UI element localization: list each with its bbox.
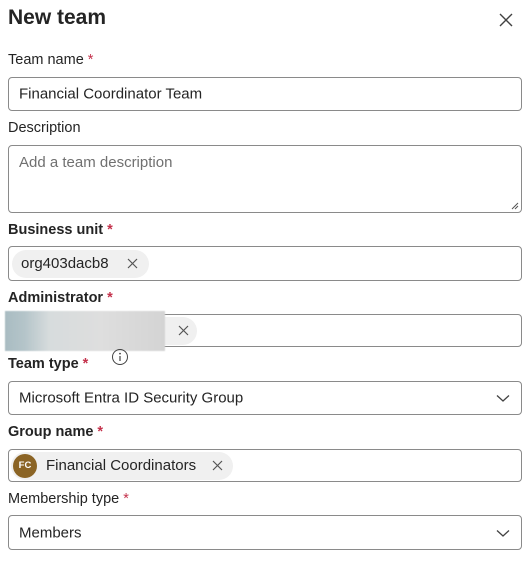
description-textarea[interactable]: Add a team description [8,145,522,213]
business-unit-lookup[interactable]: org403dacb8 [8,246,522,281]
group-name-label: Group name* [8,424,104,440]
membership-type-label: Membership type* [8,491,129,507]
close-icon [499,13,513,27]
info-icon[interactable] [111,348,129,366]
group-name-lookup[interactable]: FC Financial Coordinators [8,449,522,482]
membership-type-dropdown[interactable]: Members [8,515,522,550]
chevron-down-icon [496,395,510,402]
chevron-down-icon [496,529,510,537]
group-name-chip: FC Financial Coordinators [11,451,234,480]
business-unit-label: Business unit* [8,222,113,238]
dismiss-icon [212,460,223,471]
administrator-remove-button[interactable] [175,323,191,339]
panel-title: New team [8,6,107,29]
administrator-label: Administrator* [8,290,113,306]
description-placeholder: Add a team description [19,154,173,171]
dismiss-icon [127,258,138,269]
team-name-input[interactable]: Financial Coordinator Team [8,77,522,111]
group-name-chip-label: Financial Coordinators [46,457,197,474]
redacted-administrator-name [5,311,165,351]
business-unit-remove-button[interactable] [125,256,141,272]
team-name-label: Team name* [8,52,94,68]
description-label: Description [8,120,81,136]
resize-grip-icon[interactable] [510,201,519,210]
avatar: FC [13,453,37,478]
close-button[interactable] [494,8,518,32]
dismiss-icon [178,325,188,336]
team-type-label: Team type* [8,356,89,372]
business-unit-chip: org403dacb8 [12,249,149,278]
team-name-value: Financial Coordinator Team [19,85,203,103]
membership-type-value: Members [19,524,82,541]
group-name-remove-button[interactable] [209,458,225,474]
business-unit-chip-label: org403dacb8 [21,255,109,272]
team-type-dropdown[interactable]: Microsoft Entra ID Security Group [8,381,522,415]
team-type-value: Microsoft Entra ID Security Group [19,389,244,407]
